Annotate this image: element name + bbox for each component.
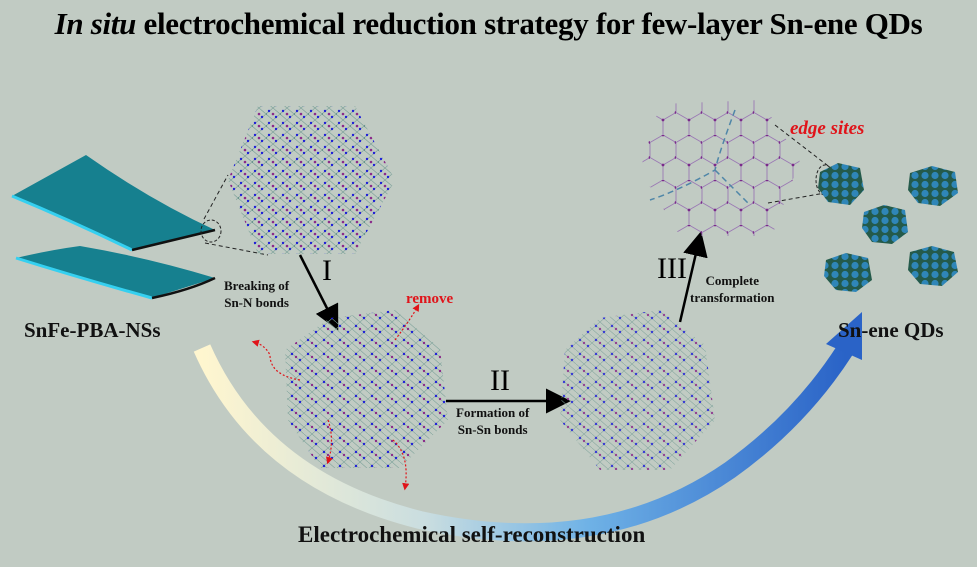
edge-sites-label: edge sites bbox=[790, 118, 865, 139]
step-2-caption-line1: Formation of bbox=[456, 405, 530, 420]
step-3-arrow bbox=[678, 231, 708, 323]
title-italic: In situ bbox=[54, 6, 137, 41]
step-3-caption-line1: Complete bbox=[705, 273, 759, 288]
step-2-caption-line2: Sn-Sn bonds bbox=[457, 422, 528, 437]
grain-boundaries bbox=[649, 109, 751, 206]
step-1-arrow bbox=[298, 254, 339, 331]
stanene-honeycomb bbox=[640, 100, 800, 236]
process-label: Electrochemical self-reconstruction bbox=[298, 522, 646, 547]
step-1-caption-line1: Breaking of bbox=[224, 278, 290, 293]
step-1-numeral: I bbox=[322, 254, 332, 287]
removal-paths bbox=[251, 303, 420, 491]
step-1-caption-line2: Sn-N bonds bbox=[224, 295, 289, 310]
remove-label: remove bbox=[406, 291, 454, 307]
quantum-dot bbox=[908, 246, 958, 286]
figure-title: In situ electrochemical reduction strate… bbox=[0, 6, 977, 42]
quantum-dot bbox=[824, 253, 872, 292]
step-3-numeral: III bbox=[657, 252, 687, 285]
quantum-dot bbox=[908, 166, 958, 206]
step-1-caption: Breaking of Sn-N bonds bbox=[224, 277, 289, 311]
step-3-caption-line2: transformation bbox=[690, 290, 775, 305]
quantum-dot bbox=[818, 163, 864, 205]
title-rest: electrochemical reduction strategy for f… bbox=[136, 6, 923, 41]
nanosheet-bottom bbox=[16, 246, 215, 298]
nanosheet-top bbox=[12, 155, 215, 250]
pba-lattice bbox=[228, 106, 395, 254]
quantum-dots bbox=[818, 163, 958, 292]
quantum-dot bbox=[862, 205, 908, 244]
step-2-numeral: II bbox=[490, 364, 510, 397]
intermediate-lattice-2 bbox=[560, 310, 715, 470]
precursor-label: SnFe-PBA-NSs bbox=[24, 318, 161, 342]
arc-arrowhead bbox=[826, 312, 862, 360]
step-3-caption: Complete transformation bbox=[690, 272, 775, 306]
product-label: Sn-ene QDs bbox=[838, 318, 944, 342]
intermediate-lattice-1 bbox=[285, 310, 448, 468]
precursor-nanosheets bbox=[11, 155, 269, 300]
reconstruction-arc bbox=[193, 312, 862, 542]
step-2-caption: Formation of Sn-Sn bonds bbox=[456, 404, 529, 438]
